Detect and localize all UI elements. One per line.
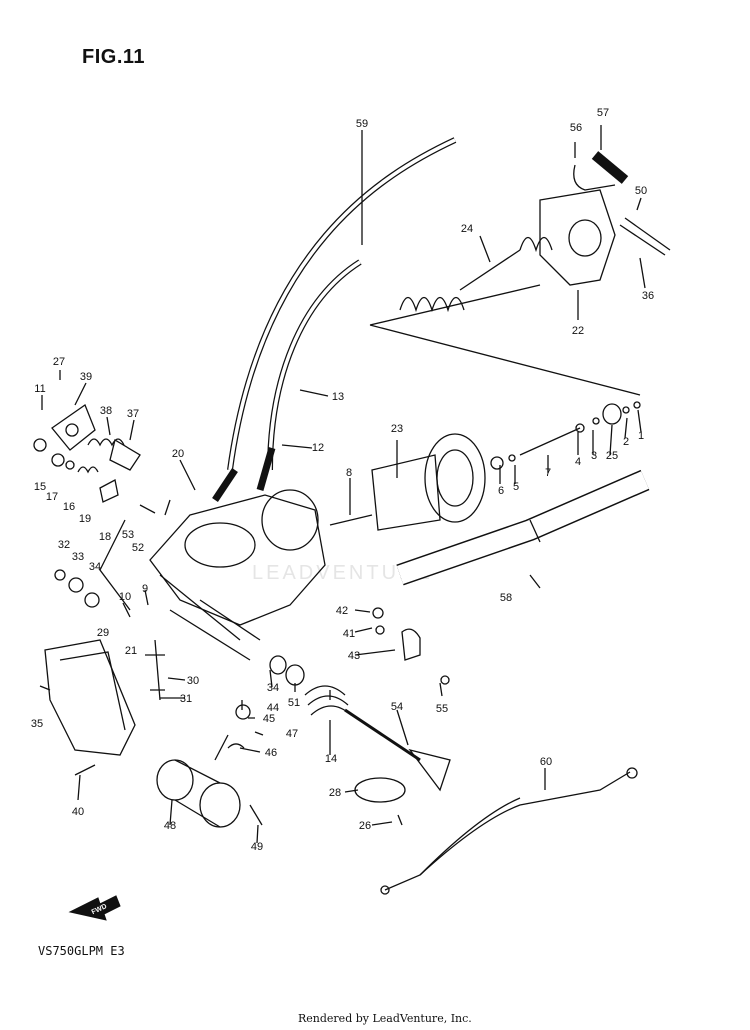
callout-label: 52 xyxy=(132,542,144,554)
callout-label: 14 xyxy=(325,753,337,765)
callout-label: 20 xyxy=(172,448,184,460)
callout-label: 43 xyxy=(348,650,360,662)
callout-label: 51 xyxy=(288,697,300,709)
callout-label: 41 xyxy=(343,628,355,640)
model-code: VS750GLPM E3 xyxy=(38,944,125,958)
callout-label: 55 xyxy=(436,703,448,715)
callout-label: 60 xyxy=(540,756,552,768)
callout-label: 57 xyxy=(597,107,609,119)
callout-label: 19 xyxy=(79,513,91,525)
callout-label: 11 xyxy=(34,383,45,395)
callout-label: 37 xyxy=(127,408,139,420)
callout-label: 53 xyxy=(122,529,134,541)
callout-label: 59 xyxy=(356,118,368,130)
callout-label: 30 xyxy=(187,675,199,687)
callout-label: 40 xyxy=(72,806,84,818)
callout-label: 28 xyxy=(329,787,341,799)
callout-label: 54 xyxy=(391,701,403,713)
callout-label: 22 xyxy=(572,325,584,337)
callout-label: 3 xyxy=(591,450,597,462)
figure-title: FIG.11 xyxy=(82,46,146,68)
callout-label: 4 xyxy=(575,456,581,468)
callout-label: 34 xyxy=(267,682,279,694)
watermark: LEADVENTURE xyxy=(252,562,433,584)
callout-label: 33 xyxy=(72,551,84,563)
callout-label: 29 xyxy=(97,627,109,639)
callout-label: 21 xyxy=(125,645,137,657)
callout-label: 1 xyxy=(638,430,644,442)
callout-label: 25 xyxy=(606,450,618,462)
callout-label: 17 xyxy=(46,491,58,503)
callout-label: 42 xyxy=(336,605,348,617)
callout-label: 13 xyxy=(332,391,344,403)
callout-label: 10 xyxy=(119,591,131,603)
callout-label: 18 xyxy=(99,531,111,543)
piston-23 xyxy=(371,454,441,531)
callout-label: 27 xyxy=(53,356,65,368)
callout-label: 34 xyxy=(89,561,101,573)
callout-label: 26 xyxy=(359,820,371,832)
callout-label: 58 xyxy=(500,592,512,604)
callout-label: 48 xyxy=(164,820,176,832)
callout-label: 6 xyxy=(498,485,504,497)
callout-label: 35 xyxy=(31,718,43,730)
callout-label: 8 xyxy=(346,467,352,479)
callout-label: 46 xyxy=(265,747,277,759)
fwd-arrow-icon: FWD xyxy=(68,895,121,921)
spring-24 xyxy=(399,236,553,313)
float-bowl-29 xyxy=(44,639,136,756)
callout-label: 12 xyxy=(312,442,324,454)
cover-39 xyxy=(51,403,96,451)
callout-label: 45 xyxy=(263,713,275,725)
callout-label: 49 xyxy=(251,841,263,853)
top-cover xyxy=(539,189,616,286)
callout-label: 7 xyxy=(545,467,551,479)
spring-14 xyxy=(304,685,352,716)
callout-label: 24 xyxy=(461,223,473,235)
callout-label: 44 xyxy=(267,702,279,714)
render-credit: Rendered by LeadVenture, Inc. xyxy=(298,1012,472,1025)
callout-label: 39 xyxy=(80,371,92,383)
callout-label: 31 xyxy=(180,693,192,705)
carb-body xyxy=(149,494,326,626)
callout-label: 2 xyxy=(623,436,629,448)
callout-label: 50 xyxy=(635,185,647,197)
callout-label: 47 xyxy=(286,728,298,740)
callout-label: 38 xyxy=(100,405,112,417)
cable-60 xyxy=(384,771,631,891)
callout-label: 32 xyxy=(58,539,70,551)
callout-label: 16 xyxy=(63,501,75,513)
callout-label: 9 xyxy=(142,583,148,595)
callout-label: 56 xyxy=(570,122,582,134)
callout-label: 5 xyxy=(513,481,519,493)
hose-59 xyxy=(227,137,457,471)
callout-label: 23 xyxy=(391,423,403,435)
callout-label: 15 xyxy=(34,481,46,493)
callout-label: 36 xyxy=(642,290,654,302)
